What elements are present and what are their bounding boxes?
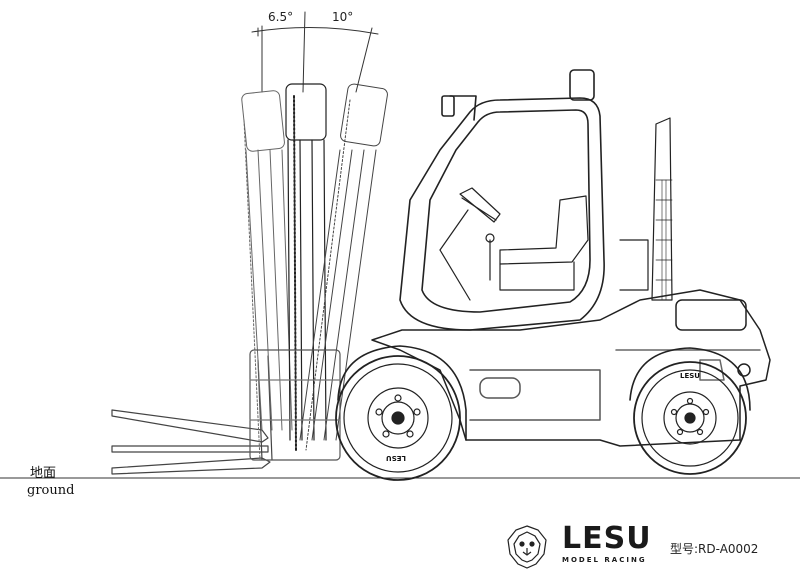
overhead-guard (399, 69, 605, 331)
brand-name: LESU (562, 521, 652, 556)
forward-tilt-angle-label: 10° (332, 10, 354, 24)
model-number: 型号:RD-A0002 (670, 540, 758, 557)
mast-rear-tilt (241, 90, 293, 461)
fork-carriage (249, 349, 341, 461)
lion-head-icon (507, 525, 547, 569)
model-number-label: 型号: (670, 542, 699, 556)
tilt-angle-indicator (251, 11, 379, 93)
exhaust-stack (651, 117, 673, 301)
forklift-body (371, 239, 771, 447)
rear-tire-brand: LESU (680, 372, 700, 380)
model-number-code: RD-A0002 (698, 542, 759, 556)
ground-label-english: ground (27, 483, 75, 498)
brand-subtitle: MODEL RACING (562, 556, 647, 564)
forks (111, 355, 273, 475)
ground-label-chinese: 地面 (30, 466, 57, 481)
rear-wheel (629, 347, 751, 475)
front-tire-brand: LESU (386, 454, 406, 462)
mast-forward-tilt (299, 83, 388, 451)
brand-block: LESU MODEL RACING 型号:RD-A0002 (504, 521, 794, 569)
operator-seat (485, 195, 589, 291)
back-tilt-angle-label: 6.5° (268, 10, 294, 24)
steering-wheel (439, 187, 501, 301)
front-wheel (335, 345, 467, 481)
